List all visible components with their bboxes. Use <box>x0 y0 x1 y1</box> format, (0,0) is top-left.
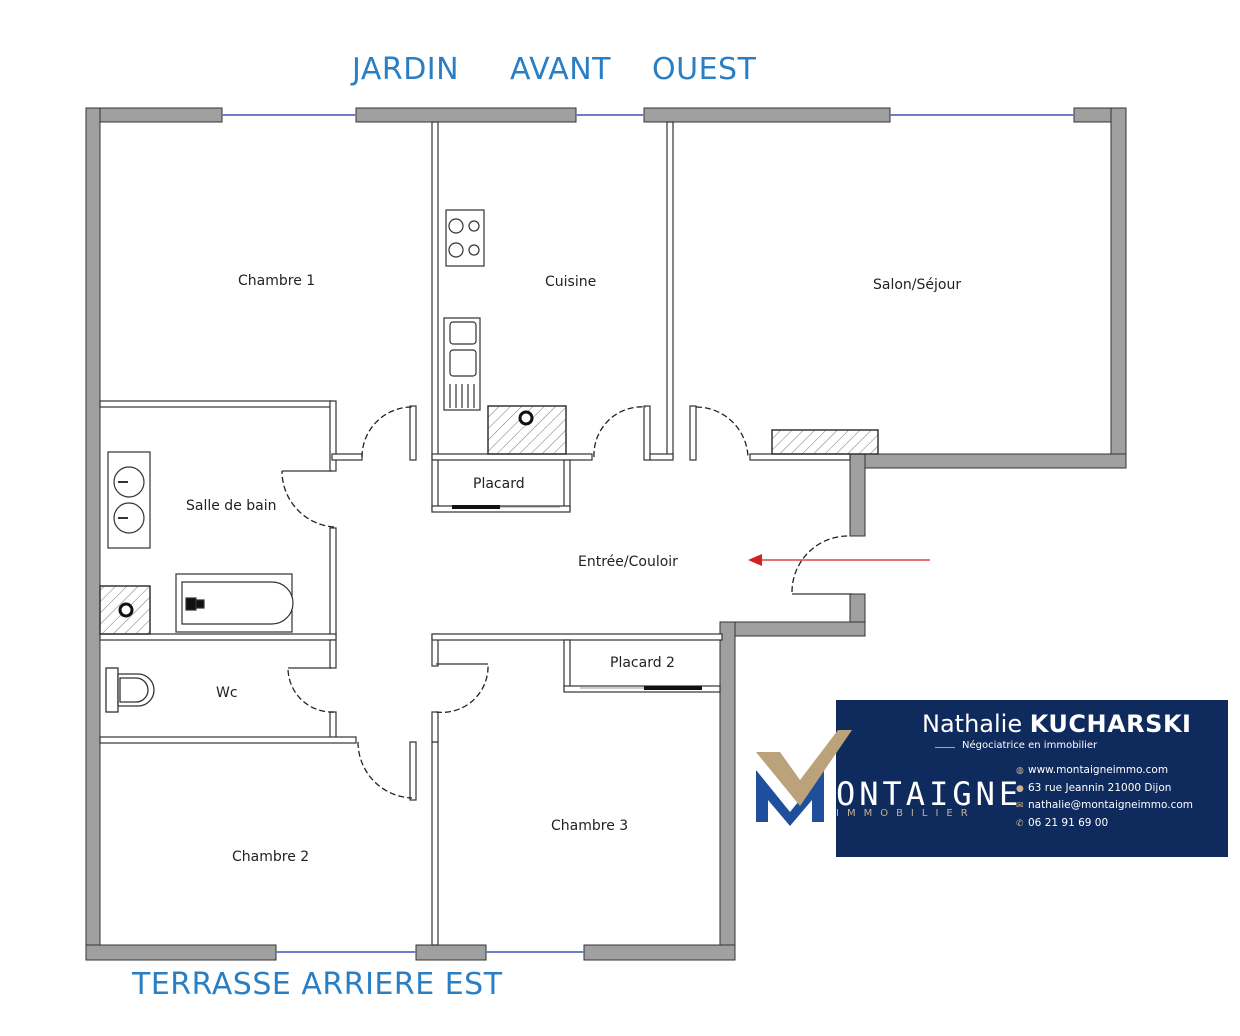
windows <box>222 114 1074 953</box>
room-label-chambre2: Chambre 2 <box>232 849 309 865</box>
caption-terrasse: TERRASSE ARRIERE EST <box>132 967 503 1002</box>
interior-walls <box>99 121 851 946</box>
sink-icon <box>443 317 481 411</box>
stove-icon <box>445 209 485 267</box>
room-label-chambre1: Chambre 1 <box>238 273 315 289</box>
room-label-salle-de-bain: Salle de bain <box>186 498 277 514</box>
caption-ouest: OUEST <box>652 52 757 87</box>
caption-jardin: JARDIN <box>352 52 460 87</box>
door-swings <box>281 406 849 799</box>
role-divider <box>935 747 955 748</box>
agent-name: Nathalie KUCHARSKI <box>922 710 1191 738</box>
contact-address: ●63 rue Jeannin 21000 Dijon <box>1016 782 1172 794</box>
caption-avant: AVANT <box>510 52 611 87</box>
entrance-arrow-icon <box>748 554 930 566</box>
agent-first-name: Nathalie <box>922 710 1023 738</box>
agent-card: Nathalie KUCHARSKI Négociatrice en immob… <box>836 700 1228 857</box>
shower-icon <box>99 585 151 635</box>
phone-icon: ✆ <box>1016 819 1024 829</box>
room-label-placard2: Placard 2 <box>610 655 675 671</box>
room-label-cuisine: Cuisine <box>545 274 596 290</box>
bathtub-icon <box>175 573 294 633</box>
location-pin-icon: ● <box>1016 784 1024 794</box>
boiler-icon <box>487 405 567 455</box>
closet-doors <box>452 505 702 690</box>
agent-last-name: KUCHARSKI <box>1029 710 1192 738</box>
room-label-salon: Salon/Séjour <box>873 277 961 293</box>
double-sink-icon <box>107 451 151 549</box>
mail-icon: ✉ <box>1016 801 1024 811</box>
room-label-entree: Entrée/Couloir <box>578 554 678 570</box>
room-label-wc: Wc <box>216 685 238 701</box>
agent-role: Négociatrice en immobilier <box>962 740 1098 751</box>
toilet-icon <box>105 667 155 713</box>
contact-phone[interactable]: ✆06 21 91 69 00 <box>1016 817 1109 829</box>
room-label-chambre3: Chambre 3 <box>551 818 628 834</box>
fireplace-icon <box>771 429 879 455</box>
room-label-placard: Placard <box>473 476 525 492</box>
contact-website[interactable]: ◍www.montaigneimmo.com <box>1016 764 1169 776</box>
brand-name: ONTAIGNE <box>836 775 1023 813</box>
contact-email[interactable]: ✉nathalie@montaigneimmo.com <box>1016 799 1194 811</box>
brand-subtitle: IMMOBILIER <box>836 808 976 819</box>
globe-icon: ◍ <box>1016 766 1024 776</box>
